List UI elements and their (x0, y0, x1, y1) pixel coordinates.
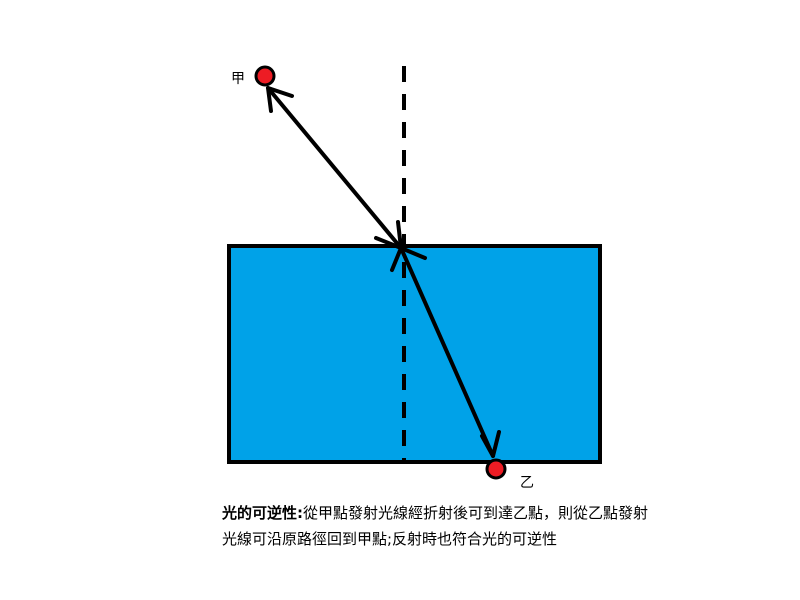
caption-line-2: 光線可沿原路徑回到甲點;反射時也符合光的可逆性 (222, 530, 558, 548)
caption-title: 光的可逆性: (222, 504, 303, 522)
caption-line-1: 光的可逆性:從甲點發射光線經折射後可到達乙點，則從乙點發射 (222, 500, 722, 526)
point-a-label: 甲 (231, 71, 245, 87)
refracted-ray (399, 246, 495, 458)
point-b-label: 乙 (520, 475, 534, 491)
arrowhead-to-point-a (266, 86, 294, 113)
arrowhead-to-point-b (480, 430, 501, 458)
point-a-marker (254, 65, 276, 87)
point-b-marker (485, 458, 507, 480)
caption-line-1-body: 從甲點發射光線經折射後可到達乙點，則從乙點發射 (303, 504, 649, 522)
arrowhead-refracted-up (390, 246, 427, 272)
caption-text: 光的可逆性:從甲點發射光線經折射後可到達乙點，則從乙點發射 光線可沿原路徑回到甲… (222, 500, 722, 552)
incident-ray (266, 86, 403, 250)
